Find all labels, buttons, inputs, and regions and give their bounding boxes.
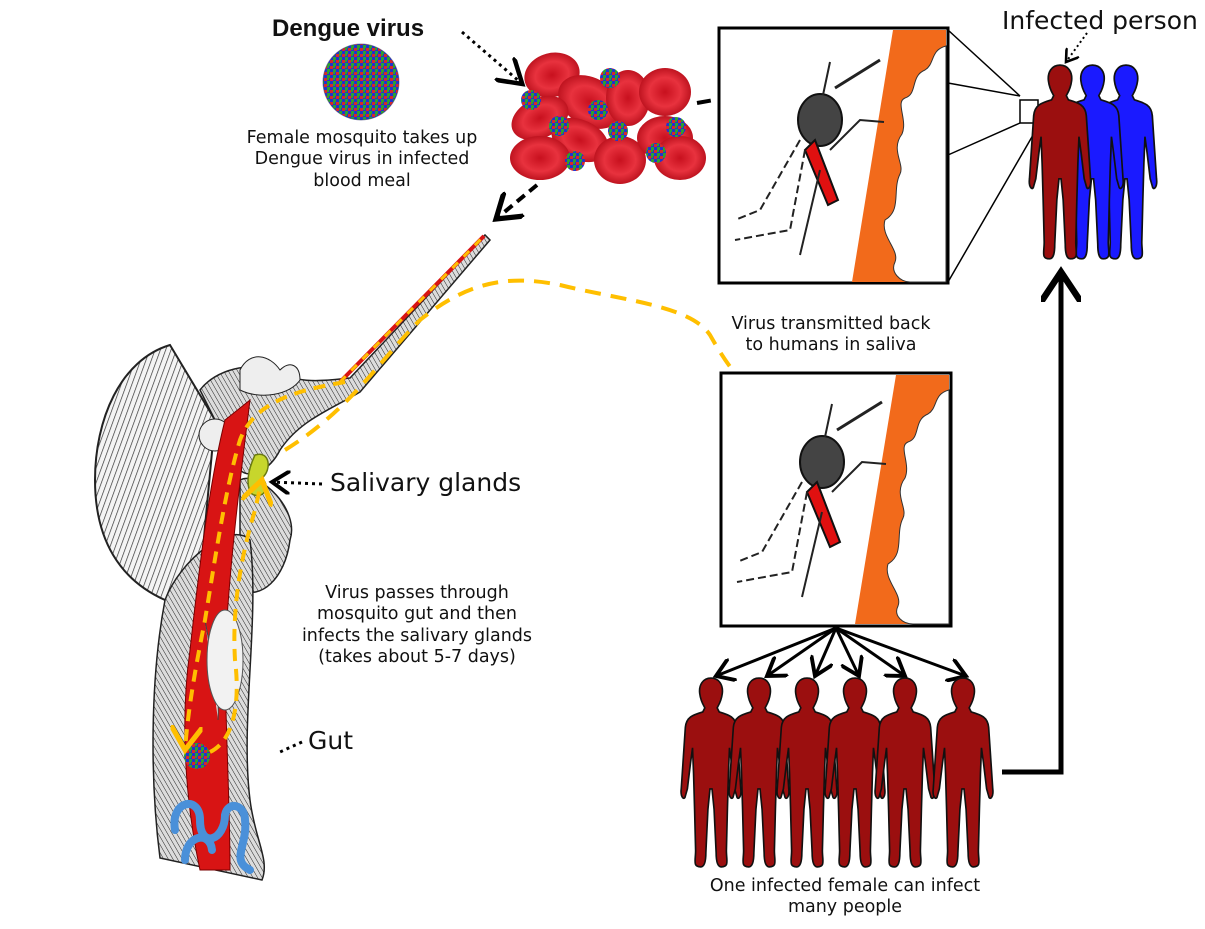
incubation-label: Virus passes through mosquito gut and th… [301, 583, 533, 668]
spread-label: One infected female can infect many peop… [709, 876, 981, 918]
dengue-virus-icon [322, 43, 400, 121]
malpighian-tubules-icon [170, 800, 254, 874]
salivary-glands-pointer [272, 482, 323, 484]
mosquito-icon [736, 400, 887, 598]
title-pointer-arrow [461, 30, 520, 82]
spread-arrows [716, 626, 966, 676]
virus-path-up [209, 480, 262, 754]
return-cycle-arrow [1002, 272, 1061, 775]
blood-cells-icon [510, 52, 706, 184]
infected-person-icon [932, 677, 994, 868]
infected-person-label: Infected person [1002, 6, 1198, 35]
blood-to-mosquito-arrow [496, 183, 539, 219]
bite-inset-top [717, 26, 950, 285]
virus-in-gut-icon [184, 743, 210, 769]
infected-person-pointer [1066, 32, 1088, 62]
bite-inset-bottom [719, 371, 953, 628]
mosquito-anatomy [93, 233, 492, 881]
virus-particles [521, 68, 686, 171]
mosquito-icon [734, 58, 885, 256]
infected-person-icon [874, 677, 936, 868]
gut-label: Gut [308, 726, 354, 755]
dengue-virus-title: Dengue virus [272, 15, 425, 42]
saliva-transmission-label: Virus transmitted back to humans in sali… [731, 314, 931, 356]
zoom-lines [947, 29, 1041, 283]
infected-person-group [1028, 64, 1158, 260]
virus-path-down [185, 380, 346, 750]
newly-infected-people [680, 677, 994, 868]
salivary-glands-label: Salivary glands [330, 468, 522, 497]
blood-meal-label: Female mosquito takes up Dengue virus in… [246, 128, 478, 191]
gut-pointer [279, 740, 303, 754]
